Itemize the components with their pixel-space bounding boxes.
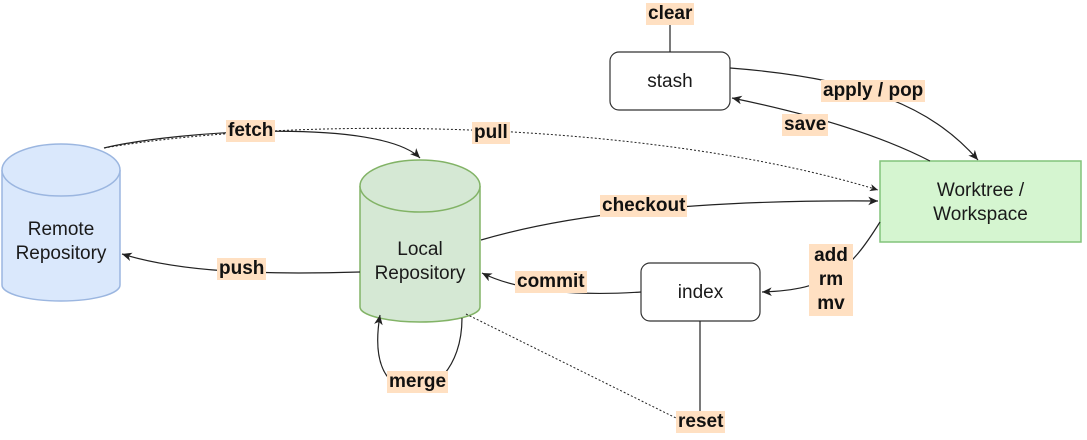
reset-label: reset <box>676 411 726 433</box>
merge-label: merge <box>387 371 449 393</box>
reset-dashed-edge <box>465 313 681 421</box>
remote-repository-node <box>1 143 121 302</box>
checkout-label: checkout <box>600 195 688 217</box>
apply-pop-label: apply / pop <box>821 80 926 102</box>
local-repository-label: Local Repository <box>374 239 466 284</box>
fetch-label: fetch <box>226 120 276 142</box>
commit-label: commit <box>515 271 587 293</box>
clear-label: clear <box>646 3 695 25</box>
add-rm-mv-label: add rm mv <box>809 244 853 316</box>
worktree-node <box>879 160 1082 243</box>
stash-label: stash <box>647 71 693 92</box>
remote-repository-top <box>1 143 121 197</box>
remote-repository-label: Remote Repository <box>15 219 107 264</box>
save-label: save <box>782 114 829 136</box>
push-label: push <box>217 258 267 280</box>
save-edge <box>731 95 931 162</box>
local-repository-top <box>359 159 481 213</box>
remote-repository-body <box>1 170 121 302</box>
index-label: index <box>677 282 724 303</box>
fetch-edge <box>103 130 421 159</box>
worktree-label: Worktree / Workspace <box>933 180 1028 225</box>
local-repository-node <box>359 159 481 323</box>
local-repository-body <box>359 186 481 323</box>
pull-label: pull <box>472 122 510 144</box>
